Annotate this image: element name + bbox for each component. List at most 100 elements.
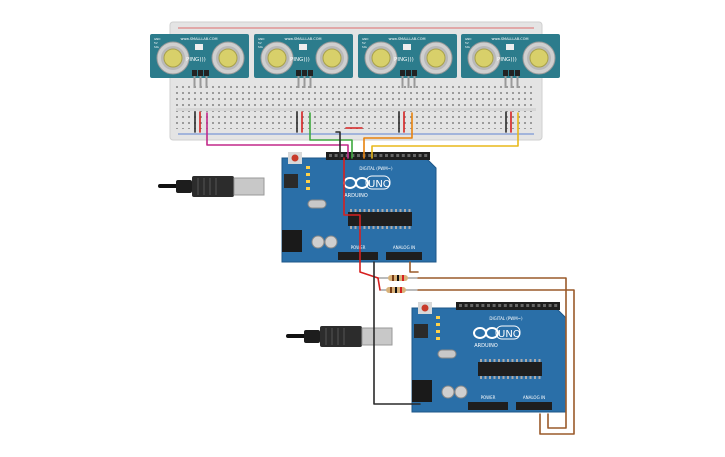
chip-pin — [372, 209, 375, 212]
chip-pin — [520, 376, 523, 379]
capacitor — [324, 235, 338, 249]
sensor-brand: www.SMALLLAB.COM — [491, 37, 528, 41]
power-jack[interactable] — [412, 380, 432, 402]
sensor-pin-label: 5V — [154, 41, 158, 45]
sensor-crystal — [403, 44, 411, 50]
header-pin — [492, 304, 496, 307]
led-on — [306, 187, 310, 190]
uno-badge — [495, 325, 521, 340]
resistor-1[interactable] — [378, 275, 418, 281]
sensor-pin — [406, 70, 411, 76]
chip-pin — [480, 359, 482, 362]
wire-brown-1 — [417, 277, 567, 429]
wire-black-bus — [335, 131, 341, 159]
logo-ring-right — [355, 177, 369, 189]
capacitor — [454, 385, 468, 399]
arduino-logo — [473, 327, 499, 339]
analog-label: ANALOG IN — [393, 245, 415, 250]
led-l — [306, 166, 310, 169]
header-pin — [537, 304, 541, 307]
microcontroller-chip — [478, 362, 542, 376]
sensor-pin — [302, 70, 307, 76]
board-model: UNO — [498, 329, 521, 340]
wire-black-gnd — [373, 261, 421, 405]
led-tx — [306, 173, 310, 176]
ultrasonic-receiver-mesh — [426, 48, 446, 68]
sensor-pin-label: SIG — [465, 45, 470, 49]
digital-label: DIGITAL (PWM~) — [489, 316, 523, 321]
sensor-crystal — [506, 44, 514, 50]
capacitor — [311, 235, 325, 249]
led-rx — [436, 330, 440, 333]
header-pin — [385, 154, 388, 157]
usb-cable-board2[interactable] — [286, 326, 393, 347]
sensor-pin — [515, 70, 520, 76]
digital-header — [326, 152, 430, 160]
header-pin — [503, 304, 507, 307]
chip-pin — [399, 209, 402, 212]
chip-pin — [368, 209, 370, 212]
wire-red-main — [343, 157, 379, 279]
chip-pin — [386, 226, 388, 229]
chip-pin — [408, 226, 411, 229]
digital-label: DIGITAL (PWM~) — [359, 166, 393, 171]
header-pin — [548, 304, 552, 307]
chip-pin — [363, 226, 366, 229]
chip-pin — [404, 226, 406, 229]
power-jack[interactable] — [282, 230, 302, 252]
sensor-pin-lead — [309, 76, 312, 88]
wire-yellow — [371, 112, 519, 159]
header-pin — [464, 304, 468, 307]
chip-pin — [484, 359, 487, 362]
header-pin — [481, 304, 485, 307]
sensor-model: PING))) — [290, 57, 310, 63]
header-pin — [520, 304, 524, 307]
chip-pin — [529, 376, 532, 379]
chip-pin — [511, 376, 514, 379]
reset-button[interactable] — [291, 154, 299, 162]
reset-button[interactable] — [421, 304, 429, 312]
sensor-pin-label: GND — [362, 37, 368, 41]
chip-pin — [359, 209, 361, 212]
chip-pin — [516, 376, 518, 379]
wire-brown-2 — [417, 289, 575, 435]
resistor-2[interactable] — [380, 287, 418, 293]
sensor-pin-lead — [413, 76, 416, 88]
logo-ring-right — [485, 327, 499, 339]
chip-pin — [502, 359, 505, 362]
chip-pin — [534, 359, 536, 362]
sensor-pin-label: GND — [258, 37, 264, 41]
header-pin — [509, 304, 513, 307]
led-l — [436, 316, 440, 319]
led-on — [436, 337, 440, 340]
chip-pin — [493, 376, 496, 379]
chip-pin — [498, 359, 500, 362]
chip-pin — [354, 226, 357, 229]
usb-chip — [284, 174, 298, 188]
chip-pin — [377, 209, 379, 212]
sensor-pin-lead — [199, 76, 202, 88]
chip-pin — [511, 359, 514, 362]
usb-chip — [414, 324, 428, 338]
sensor-pin-lead — [205, 76, 208, 88]
sensor-pin-label: 5V — [465, 41, 469, 45]
chip-pin — [395, 226, 397, 229]
ultrasonic-transmitter-mesh — [371, 48, 391, 68]
chip-pin — [525, 376, 527, 379]
sensor-pin-label: SIG — [154, 45, 159, 49]
sensor-pin-lead — [297, 76, 300, 88]
chip-pin — [381, 209, 384, 212]
header-pin — [531, 304, 535, 307]
chip-pin — [399, 226, 402, 229]
sensor-pin — [192, 70, 197, 76]
usb-cable-board1[interactable] — [158, 176, 265, 197]
ultrasonic-transmitter-mesh — [267, 48, 287, 68]
